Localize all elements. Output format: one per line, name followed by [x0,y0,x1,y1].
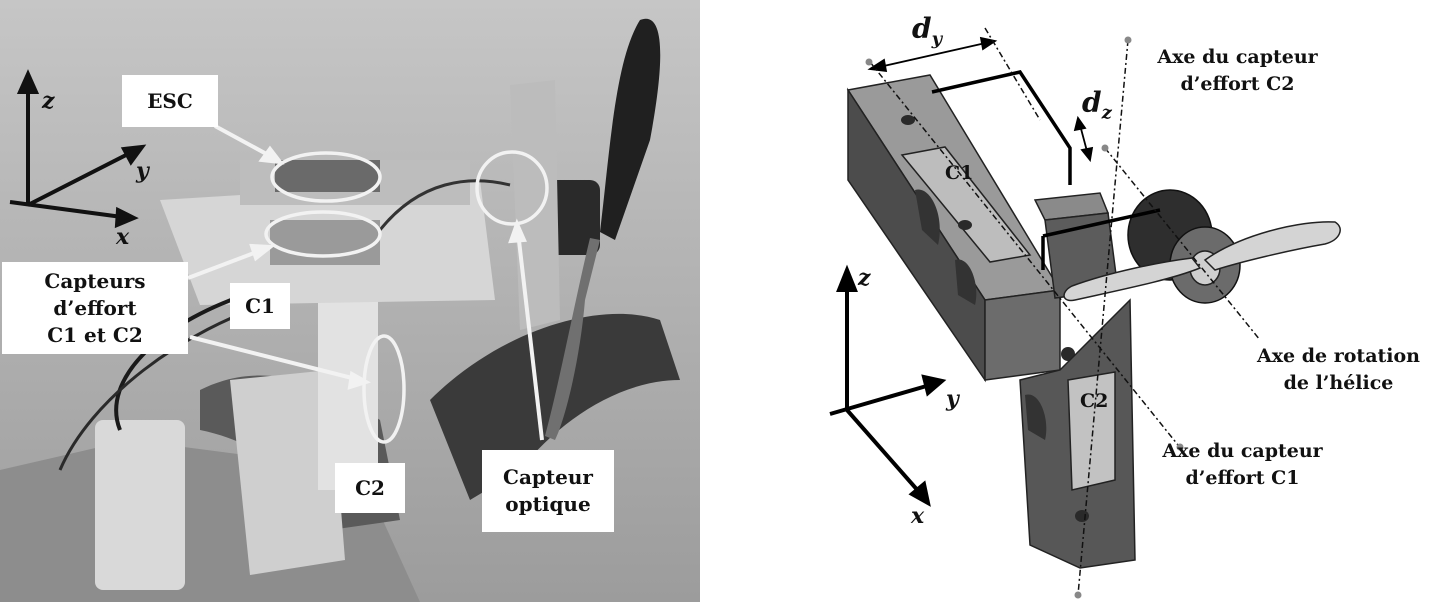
label-esc: ESC [122,75,218,127]
photo-axes [9,69,147,229]
photo-axis-z-label: z [42,88,55,114]
photo-highlight-optical [475,150,549,226]
cad-axis-z-arrowhead [836,264,858,292]
photo-white-stand [230,370,345,575]
photo-white-block [95,420,185,590]
label-force-sensors: Capteurs d’effort C1 et C2 [2,262,188,354]
cad-cutout [955,259,977,305]
cad-cutout [915,189,940,245]
label-optical-sensor: Capteur optique [482,450,614,532]
cad-axis-x-label: x [911,503,925,529]
label-axis-c2: Axe du capteur d’effort C2 [1157,46,1318,95]
cad-cutout [1025,394,1047,440]
label-axis-c1: Axe du capteur d’effort C1 [1162,440,1323,489]
photo-wire [378,179,511,231]
cad-part-c1-label: C1 [945,162,974,184]
photo-axis-y-arrowhead [120,144,147,166]
cad-axis-x-arrowhead [908,480,931,507]
label-c1: C1 [230,283,290,329]
cad-dimension-frame [931,70,1161,270]
cad-axis-c2-line [1077,39,1129,596]
cad-axis-z-label: z [858,265,871,291]
photo-pointers [187,124,544,441]
photo-propeller-lower [545,238,600,440]
photo-axis-y-line [27,150,133,207]
cad-axis-c1-line [869,61,1179,446]
photo-mast [318,290,378,490]
photo-axis-y-label: y [136,158,149,184]
photo-axis-z-arrowhead [16,69,40,94]
photo-axis-x-line [9,200,123,219]
cad-propeller-upper [1203,221,1341,271]
photo-highlight-sensors [264,210,382,258]
cad-axis-y-label: y [946,386,959,412]
cad-axis-dots [865,36,1184,599]
cad-axis-y-line [829,383,931,416]
cad-dashed-axes [869,27,1261,596]
cad-dim-arrows [867,36,1094,163]
photo-esc-board [275,160,380,192]
dim-dy-label: dy [912,12,943,50]
cad-c2-sensor [1067,371,1116,491]
cad-hole [901,115,915,125]
label-axis-rotation: Axe de rotation de l’hélice [1256,345,1420,394]
photo-axis-x-label: x [116,224,130,250]
cad-hole [1075,510,1089,522]
dim-dz-label: dz [1082,86,1112,124]
cad-axis-dy-ref [984,27,1041,121]
cad-axis-x-line [845,408,922,495]
photo-axis-x-arrowhead [114,206,139,229]
cad-axis-y-arrowhead [921,374,947,397]
cad-body-end [984,289,1061,381]
cad-axis-rotation-line [1104,147,1261,341]
cad-hole [958,220,972,230]
photo-highlight-esc [270,151,382,203]
photo-highlight-c2 [362,334,406,444]
cad-propeller-lower [1063,257,1202,302]
label-c2: C2 [335,463,405,513]
cad-axes [829,264,947,507]
photo-propeller [600,18,661,241]
cad-part-c2-label: C2 [1080,390,1109,412]
